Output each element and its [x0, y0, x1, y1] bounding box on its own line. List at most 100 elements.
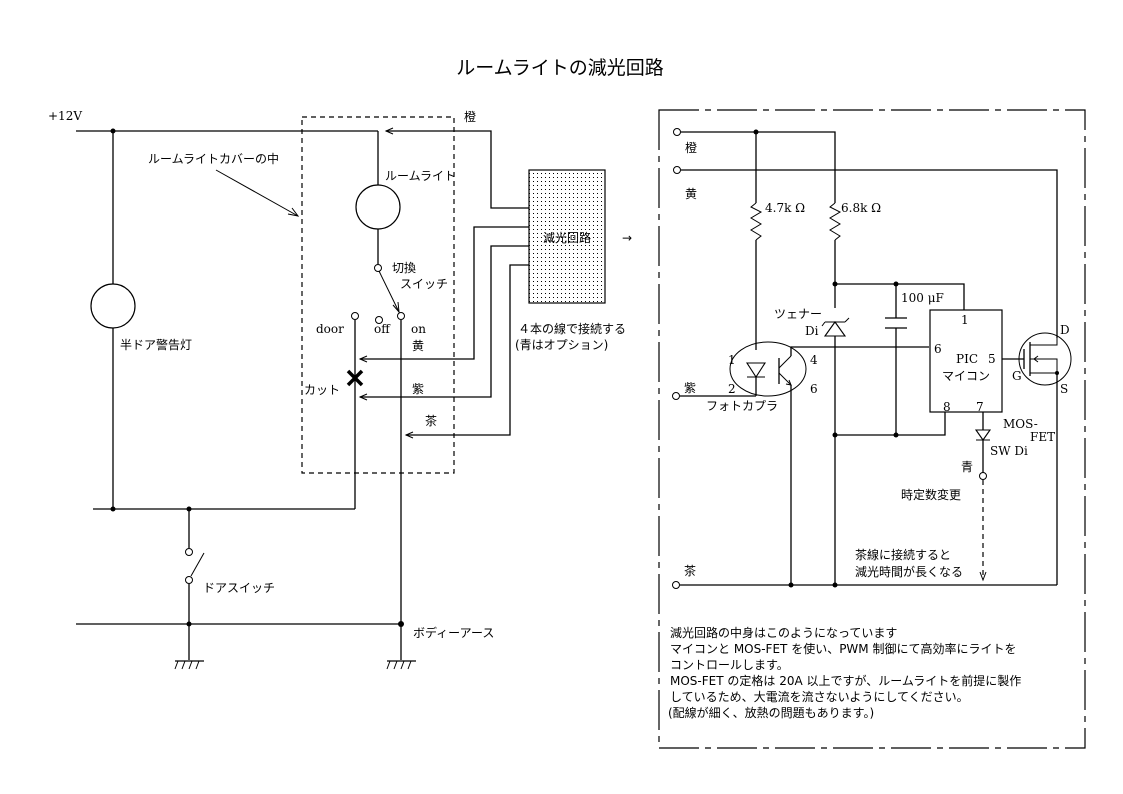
arrow-head — [358, 393, 368, 401]
switch-terminal-off — [375, 316, 383, 324]
yellow-wire — [360, 226, 529, 360]
sw-diode-icon — [974, 429, 992, 441]
description-line: コントロールします。 — [670, 658, 789, 672]
junction-dot — [788, 582, 794, 588]
arrow-head — [979, 571, 987, 582]
photocoupler-icon — [729, 341, 807, 397]
wire-label-yellow: 黄 — [412, 339, 424, 353]
r1-label: 4.7k Ω — [765, 201, 805, 215]
sw-diode-label: SW Di — [990, 444, 1028, 458]
left-circuit: +12V 半ドア警告灯 ルームライトカバーの中 ルームライト 切換 スイッチ d… — [48, 109, 632, 670]
dimmer-box-label: 減光回路 — [543, 230, 591, 245]
connect-note-1: ４本の線で接続する — [518, 321, 626, 336]
resistor-r2-icon — [829, 202, 842, 241]
description-block: 減光回路の中身はこのようになっています マイコンと MOS-FET を使い、PW… — [668, 625, 1021, 720]
terminal-label-yellow: 黄 — [685, 187, 697, 201]
terminal-label-purple: 紫 — [684, 381, 696, 395]
description-line: 減光回路の中身はこのようになっています — [670, 625, 897, 640]
pc-pin-1: 1 — [728, 353, 736, 367]
brown-wire — [406, 264, 529, 436]
terminal-blue — [979, 472, 987, 480]
time-const-label: 時定数変更 — [901, 487, 961, 502]
room-light-label: ルームライト — [385, 169, 456, 183]
zener-diode-icon — [821, 317, 850, 337]
orange-line — [681, 131, 836, 203]
pic-mcu-chip — [929, 309, 1003, 413]
right-circuit: 橙 黄 紫 茶 4.7k Ω 6.8k Ω 100 μF — [658, 109, 1086, 749]
vcc-line — [835, 283, 965, 310]
switch-common-terminal — [374, 264, 382, 272]
door-switch-blade — [190, 552, 205, 577]
cover-label: ルームライトカバーの中 — [148, 151, 279, 166]
gnd-line — [835, 412, 946, 436]
junction-dot — [832, 432, 838, 438]
diagram-title: ルームライトの減光回路 — [456, 57, 663, 79]
description-line: しているため、大電流を流さないようにしてください。 — [670, 690, 969, 704]
dimmer-circuit-box — [528, 169, 606, 304]
brown-note-2: 減光時間が長くなる — [855, 564, 963, 579]
terminal-orange — [673, 128, 681, 136]
terminal-brown — [672, 581, 680, 589]
mosfet-pin-d: D — [1060, 323, 1070, 337]
mcu-pin-8: 8 — [943, 400, 951, 414]
door-switch-label: ドアスイッチ — [203, 581, 275, 595]
arrow-head — [287, 207, 300, 217]
junction-dot — [832, 281, 838, 287]
switch-terminal-door — [351, 312, 359, 320]
switch-position-on: on — [411, 322, 426, 336]
junction-dot — [832, 582, 838, 588]
switch-terminal-on — [397, 312, 405, 320]
expand-arrow: → — [622, 231, 632, 245]
mosfet-label-2: FET — [1030, 430, 1055, 444]
photocoupler-led-icon — [745, 362, 767, 379]
arrow-head — [384, 127, 394, 135]
wire-label-brown: 茶 — [425, 413, 437, 428]
ground-icon — [174, 660, 204, 670]
capacitor-icon — [885, 317, 907, 329]
light-cover-boundary — [301, 116, 455, 474]
connect-note-2: (青はオプション) — [515, 338, 608, 352]
room-light-icon — [355, 184, 401, 230]
wire-label-purple: 紫 — [412, 382, 424, 396]
door-switch-terminal — [185, 548, 193, 556]
purple-wire — [360, 245, 529, 398]
terminal-yellow — [673, 166, 681, 174]
mcu-label-2: マイコン — [942, 369, 990, 383]
arrow-head — [358, 355, 368, 363]
switch-blade — [378, 270, 400, 313]
half-door-lamp-icon — [90, 283, 136, 329]
junction-dot — [110, 506, 116, 512]
body-earth-label: ボディーアース — [413, 625, 494, 640]
pc-pin-4: 4 — [810, 353, 818, 367]
dimmer-detail-boundary — [658, 109, 1086, 749]
terminal-label-orange: 橙 — [685, 140, 697, 155]
junction-dot — [186, 621, 192, 627]
mcu-pin-7: 7 — [976, 400, 984, 414]
cut-label: カット — [304, 383, 340, 397]
yellow-line — [681, 169, 1058, 338]
mcu-pin-6: 6 — [934, 342, 942, 356]
pc-pin-2: 2 — [728, 382, 736, 396]
description-line: MOS-FET の定格は 20A 以上ですが、ルームライトを前提に製作 — [670, 673, 1021, 688]
resistor-r1-icon — [750, 202, 763, 241]
mcu-pin-5: 5 — [988, 352, 996, 366]
r2-label: 6.8k Ω — [841, 201, 881, 215]
wire-label-orange: 橙 — [464, 109, 476, 124]
switch-label-2: スイッチ — [400, 277, 448, 291]
switch-position-door: door — [316, 322, 344, 336]
pc-pin-6: 6 — [810, 382, 818, 396]
mosfet-pin-g: G — [1012, 369, 1022, 383]
door-switch-terminal — [185, 576, 193, 584]
description-line: (配線が細く、放熱の問題もあります。) — [668, 705, 874, 720]
cut-mark-icon — [346, 369, 364, 387]
junction-dot — [893, 432, 899, 438]
photocoupler-label: フォトカプラ — [706, 399, 778, 413]
phototransistor-icon — [778, 355, 792, 386]
zener-label-2: Di — [805, 324, 819, 338]
switch-label-1: 切換 — [392, 261, 416, 275]
orange-wire — [386, 130, 529, 209]
brown-note-1: 茶線に接続すると — [855, 547, 951, 562]
mcu-pin-1: 1 — [961, 313, 969, 327]
zener-label-1: ツェナー — [774, 307, 822, 321]
